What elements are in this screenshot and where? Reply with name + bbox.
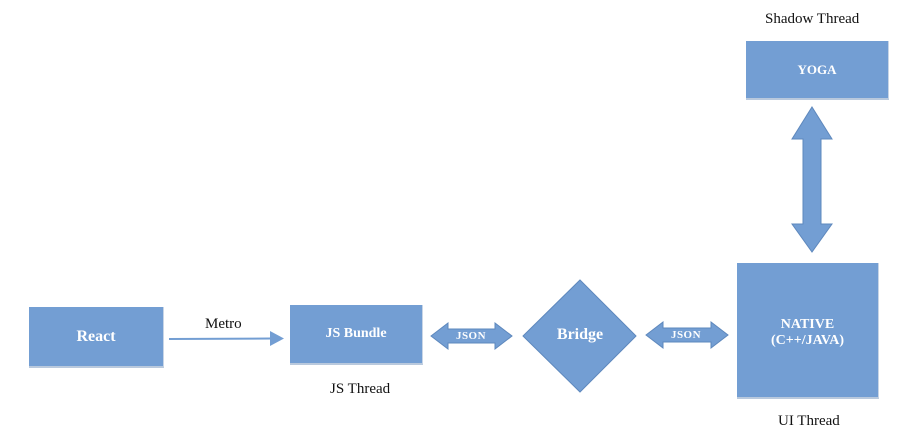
native-node: NATIVE (C++/JAVA) bbox=[737, 263, 879, 399]
js-bundle-node-label: JS Bundle bbox=[325, 326, 387, 341]
metro-arrow bbox=[168, 331, 284, 346]
vertical-double-arrow bbox=[791, 106, 833, 253]
bridge-diamond bbox=[522, 279, 637, 393]
json-label-left: JSON bbox=[455, 330, 487, 342]
native-node-subtitle: (C++/JAVA) bbox=[770, 333, 844, 348]
react-node: React bbox=[29, 307, 164, 368]
metro-label: Metro bbox=[205, 316, 242, 332]
yoga-node-label: YOGA bbox=[797, 61, 837, 77]
ui-thread-caption: UI Thread bbox=[778, 413, 840, 429]
json-double-arrow-left bbox=[430, 321, 513, 351]
json-double-arrow-right bbox=[645, 320, 729, 350]
bridge-node-label: Bridge bbox=[556, 326, 604, 343]
yoga-node: YOGA bbox=[746, 41, 889, 100]
json-label-right: JSON bbox=[670, 329, 702, 341]
shadow-thread-caption: Shadow Thread bbox=[765, 11, 860, 27]
react-node-label: React bbox=[76, 327, 116, 345]
js-thread-caption: JS Thread bbox=[330, 381, 391, 397]
native-node-title: NATIVE bbox=[780, 317, 835, 332]
js-bundle-node: JS Bundle bbox=[290, 305, 423, 365]
